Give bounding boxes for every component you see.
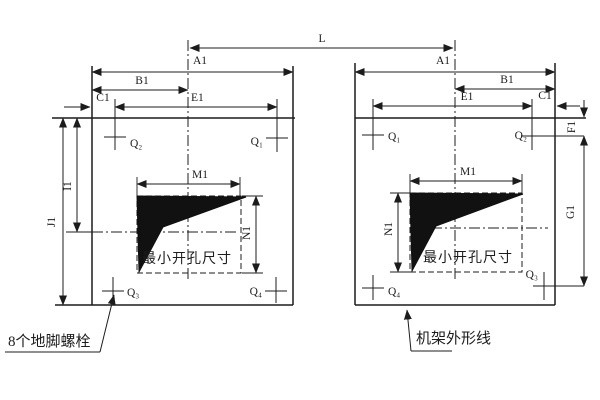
bolt-label-q1: Q₁ — [388, 131, 400, 143]
anchor-bolt-cross — [265, 277, 287, 303]
anchor-bolts-text: 8个地脚螺栓 — [8, 333, 91, 350]
dim-label-i1: I1 — [62, 181, 74, 191]
frame-outline-text: 机架外形线 — [416, 330, 491, 347]
bolt-label-q4: Q₄ — [388, 286, 400, 298]
anchor-bolt-cross — [362, 99, 384, 150]
right-foundation-block: A1 B1 C1 E1 F1 G1 M1 最小开孔尺寸 N1 — [354, 55, 588, 306]
dim-label-n1-right: N1 — [383, 222, 395, 236]
anchor-bolt-cross — [266, 99, 288, 152]
dim-label-m1-right: M1 — [460, 166, 476, 178]
frame-outline-callout: 机架外形线 — [403, 309, 491, 352]
bolt-label-q1: Q₁ — [251, 136, 263, 148]
bolt-label-q2: Q₂ — [515, 130, 527, 142]
anchor-bolts-callout: 8个地脚螺栓 — [5, 294, 116, 353]
dim-label-j1: J1 — [46, 217, 58, 227]
dim-label-b1-left: B1 — [135, 75, 149, 87]
dimension-L: L — [189, 33, 454, 52]
right-min-opening-label: 最小开孔尺寸 — [423, 250, 513, 266]
dim-label-c1-right: C1 — [538, 90, 552, 102]
bolt-label-q3: Q₃ — [127, 287, 139, 299]
dim-label-e1-left: E1 — [191, 92, 204, 104]
dim-label-c1-left: C1 — [96, 92, 110, 104]
frame-outline-leader — [403, 309, 412, 352]
dim-label-m1-left: M1 — [192, 169, 208, 181]
bolt-label-q3: Q₃ — [526, 269, 538, 281]
anchor-bolts-leader — [99, 294, 116, 353]
left-opening-shape — [136, 195, 247, 274]
bolt-label-q2: Q₂ — [130, 138, 142, 150]
anchor-bolt-cross — [521, 99, 584, 150]
dim-label-g1: G1 — [565, 205, 577, 219]
dim-label-n1-left: N1 — [241, 226, 253, 240]
anchor-bolt-cross — [104, 99, 126, 150]
dim-label-e1-right: E1 — [461, 91, 474, 103]
right-opening-shape — [409, 192, 524, 273]
dim-label-f1: F1 — [566, 121, 578, 133]
dim-label-a1-left: A1 — [193, 55, 207, 67]
left-foundation-block: A1 B1 C1 E1 I1 J1 M1 最小开孔尺寸 N1 — [46, 55, 295, 306]
dim-label-L: L — [318, 33, 325, 45]
left-min-opening-label: 最小开孔尺寸 — [142, 251, 232, 267]
anchor-bolt-cross — [362, 275, 384, 300]
dim-label-a1-right: A1 — [436, 55, 450, 67]
dim-label-b1-right: B1 — [500, 74, 514, 86]
bolt-label-q4: Q₄ — [250, 286, 262, 298]
anchor-bolt-cross — [533, 272, 584, 300]
